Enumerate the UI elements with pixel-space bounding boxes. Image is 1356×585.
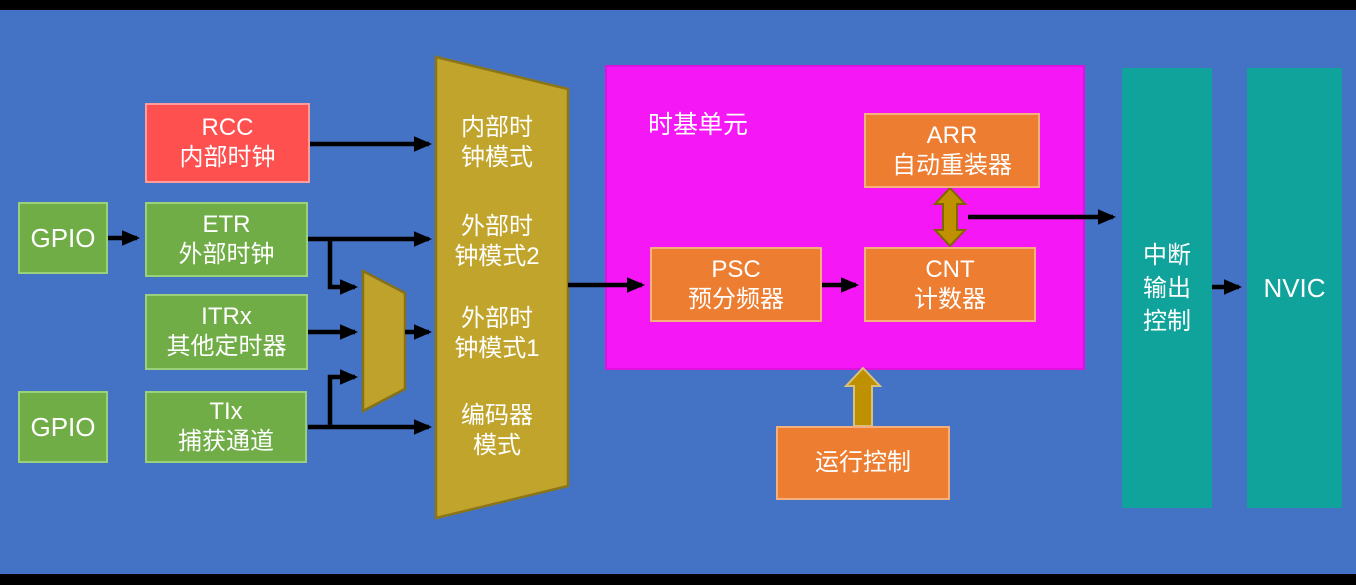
psc-box: PSC 预分频器 [650,247,822,322]
itrx-box: ITRx 其他定时器 [145,294,308,370]
etr-label-line2: 外部时钟 [178,240,275,268]
tix-label-line1: TIx [209,398,243,425]
arr-label-line1: ARR [926,121,978,149]
mode-encoder-label: 编码器 模式 [461,402,533,459]
gpio-bottom-label: GPIO [30,412,96,442]
interrupt-output-label-line1: 中断 [1143,241,1191,269]
rcc-label-line1: RCC [201,114,254,141]
arr-cnt-double-arrow [932,186,968,248]
gpio-top-label: GPIO [30,223,96,253]
run-control-label: 运行控制 [815,449,911,476]
interrupt-output-label-line2: 输出 [1143,274,1191,302]
itrx-label-line1: ITRx [201,303,252,330]
clock-mode-selector-trapezoid [434,55,570,520]
nvic-label: NVIC [1263,272,1326,303]
run-control-box: 运行控制 [776,426,950,500]
interrupt-output-control-box: 中断 输出 控制 [1122,68,1212,508]
mode-internal-label: 内部时 钟模式 [461,114,533,171]
arrow-tix-to-mux [327,369,358,427]
etr-box: ETR 外部时钟 [145,202,308,277]
arrow-etr-to-mux [327,239,358,295]
psc-label-line2: 预分频器 [688,285,784,313]
rcc-label-line2: 内部时钟 [179,144,276,171]
interrupt-output-label-line3: 控制 [1143,307,1191,335]
top-black-bar [0,0,1356,10]
cnt-label-line1: CNT [925,255,975,283]
psc-label-line1: PSC [711,255,761,283]
time-base-unit-label: 时基单元 [648,111,749,139]
rcc-box: RCC 内部时钟 [145,103,310,183]
itrx-label-line2: 其他定时器 [166,333,287,360]
mode-external1-label: 外部时 钟模式1 [454,305,540,362]
arr-label-line2: 自动重装器 [892,151,1012,179]
bottom-black-bar [0,574,1356,585]
cnt-box: CNT 计数器 [864,247,1036,322]
arr-box: ARR 自动重装器 [864,113,1040,188]
mode-external2-label: 外部时 钟模式2 [454,213,540,270]
gpio-top-box: GPIO [18,202,108,274]
tix-label-line2: 捕获通道 [178,428,274,455]
tix-box: TIx 捕获通道 [145,391,307,463]
cnt-label-line2: 计数器 [914,285,986,313]
nvic-box: NVIC [1247,68,1342,508]
etr-label-line1: ETR [202,210,251,238]
run-control-up-arrow [843,366,883,427]
gpio-bottom-box: GPIO [18,391,108,463]
input-mux-trapezoid [361,268,407,414]
